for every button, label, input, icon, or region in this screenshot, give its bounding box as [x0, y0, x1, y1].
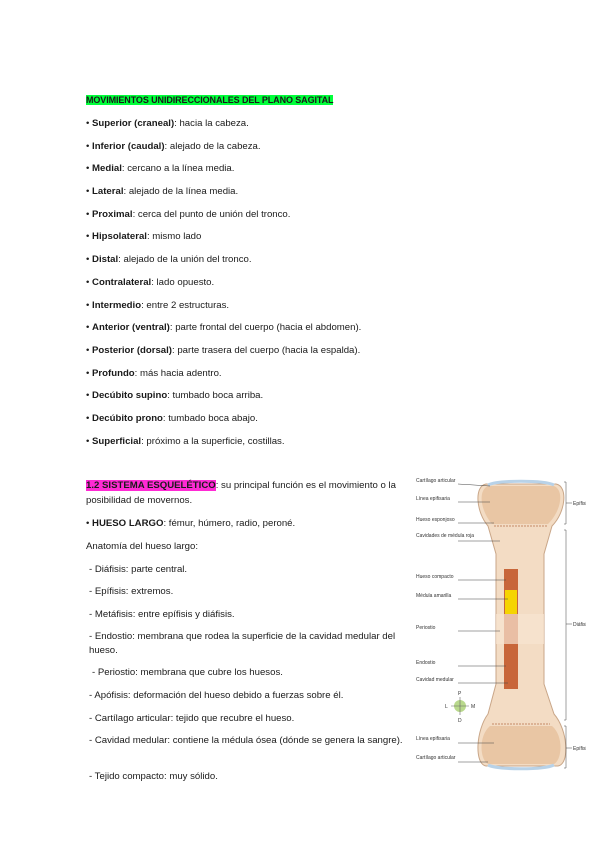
skeletal-intro: 1.2 SISTEMA ESQUELÉTICO: su principal fu…	[86, 479, 411, 508]
compass-label-m: M	[471, 704, 475, 710]
definition-item: • Proximal: cerca del punto de unión del…	[86, 208, 291, 220]
section-skeletal: 1.2 SISTEMA ESQUELÉTICO: su principal fu…	[86, 479, 411, 532]
definition-list: • Superior (craneal): hacia la cabeza. • …	[86, 117, 506, 457]
definition-term: Superior (craneal)	[92, 118, 175, 129]
figure-label-left: Hueso compacto	[416, 574, 454, 580]
definition-desc: : más hacia adentro.	[134, 367, 222, 379]
figure-label-left: Médula amarilla	[416, 593, 452, 599]
definition-term: Lateral	[92, 186, 124, 198]
definition-item: • Superior (craneal): hacia la cabeza.	[86, 118, 249, 129]
skeletal-intro-text: : su principal función es el movimiento …	[86, 480, 396, 506]
definition-term: Profundo	[92, 367, 135, 379]
definition-term: Proximal	[92, 208, 133, 220]
figure-label-right: Epífisis	[573, 501, 586, 507]
definition-desc: : parte trasera del cuerpo (hacia la esp…	[172, 344, 361, 356]
definition-term: Decúbito prono	[92, 412, 163, 424]
definition-term: Intermedio	[92, 299, 142, 311]
definition-desc: : mismo lado	[146, 231, 202, 243]
compass-rose	[451, 697, 469, 715]
definition-item: • Posterior (dorsal): parte trasera del …	[86, 344, 361, 356]
definition-item: • Lateral: alejado de la línea media.	[86, 186, 239, 198]
cartilage-bottom	[487, 763, 555, 771]
definition-item: • Inferior (caudal): alejado de la cabez…	[86, 140, 261, 152]
definition-term: Decúbito supino	[92, 390, 168, 402]
spongy-top	[481, 486, 561, 524]
periosteum-flap	[496, 614, 544, 644]
definition-term: Contralateral	[92, 276, 152, 288]
figure-label-left: Línea epifisaria	[416, 736, 450, 742]
figure-label-left: Periostio	[416, 625, 436, 631]
anatomy-item: - Cavidad medular: contiene la médula ós…	[89, 735, 403, 747]
definition-item: • Decúbito supino: tumbado boca arriba.	[86, 390, 264, 402]
anatomy-item: - Tejido compacto: muy sólido.	[89, 771, 218, 783]
compass-label-d: D	[458, 718, 462, 724]
anatomy-item: - Periostio: membrana que cubre los hues…	[92, 667, 283, 679]
compass-label-l: L	[445, 704, 448, 710]
figure-label-left: Cavidad medular	[416, 677, 454, 683]
anatomy-item: - Epífisis: extremos.	[89, 586, 174, 598]
definition-desc: : alejado de la cabeza.	[164, 140, 261, 152]
anatomy-item: - Endostio: membrana que rodea la superf…	[89, 631, 396, 657]
brackets-right	[564, 481, 572, 769]
definition-term: Hipsolateral	[92, 231, 147, 243]
definition-desc: : tumbado boca arriba.	[167, 390, 264, 402]
spongy-bottom	[481, 726, 561, 764]
section-title-sagital: MOVIMIENTOS UNIDIRECCIONALES DEL PLANO S…	[86, 95, 334, 105]
definition-item: • Contralateral: lado opuesto.	[86, 276, 215, 288]
definition-item: • Medial: cercano a la línea media.	[86, 163, 235, 175]
definition-desc: : hacia la cabeza.	[174, 118, 249, 129]
figure-label-left: Hueso esponjoso	[416, 517, 455, 523]
definition-desc: : próximo a la superficie, costillas.	[141, 435, 285, 447]
anatomy-list: Anatomía del hueso largo: - Diáfisis: pa…	[86, 540, 416, 793]
anatomy-heading: Anatomía del hueso largo:	[86, 541, 199, 552]
cartilage-top	[487, 479, 555, 487]
definition-item: • Profundo: más hacia adentro.	[86, 367, 222, 379]
figure-label-right: Epífisis	[573, 746, 586, 752]
anatomy-item: - Cartílago articular: tejido que recubr…	[89, 712, 295, 724]
compass-label-p: P	[458, 691, 462, 697]
yellow-marrow	[505, 590, 517, 614]
figure-label-left: Línea epifisaria	[416, 496, 450, 502]
figure-label-left: Cartílago articular	[416, 478, 456, 484]
definition-desc: : cerca del punto de unión del tronco.	[132, 208, 291, 220]
figure-label-left: Endostio	[416, 660, 436, 666]
definition-term: Medial	[92, 163, 122, 175]
definition-item: • Hipsolateral: mismo lado	[86, 231, 202, 243]
definition-desc: : entre 2 estructuras.	[141, 299, 230, 311]
definition-desc: : parte frontal del cuerpo (hacia el abd…	[169, 322, 362, 334]
definition-item: • Anterior (ventral): parte frontal del …	[86, 322, 362, 334]
definition-desc: : tumbado boca abajo.	[162, 412, 258, 424]
anatomy-item: - Metáfisis: entre epífisis y diáfisis.	[89, 608, 235, 620]
definition-term: Distal	[92, 254, 119, 266]
definition-desc: : lado opuesto.	[151, 276, 215, 288]
definition-item: • Superficial: próximo a la superficie, …	[86, 435, 285, 447]
definition-item: • Decúbito prono: tumbado boca abajo.	[86, 412, 258, 424]
leader-lines-left	[457, 483, 508, 763]
definition-desc: : cercano a la línea media.	[121, 163, 235, 175]
figure-label-right: Diáfisis	[573, 622, 586, 628]
definition-desc: : alejado de la unión del tronco.	[118, 254, 252, 266]
anatomy-item: - Apófisis: deformación del hueso debido…	[89, 689, 344, 701]
definition-term: Superficial	[92, 435, 142, 447]
hueso-largo-desc: : fémur, húmero, radio, peroné.	[163, 518, 296, 529]
definition-item: • Intermedio: entre 2 estructuras.	[86, 299, 230, 311]
figure-label-left: Cavidades de médula roja	[416, 533, 474, 539]
definition-term: Posterior (dorsal)	[92, 344, 172, 356]
definition-term: Anterior (ventral)	[92, 322, 170, 334]
section-title-skeletal: 1.2 SISTEMA ESQUELÉTICO	[86, 480, 216, 491]
hueso-largo-term: HUESO LARGO	[92, 518, 164, 529]
section-title-highlight: MOVIMIENTOS UNIDIRECCIONALES DEL PLANO S…	[86, 95, 334, 105]
definition-item: • Distal: alejado de la unión del tronco…	[86, 254, 252, 266]
definition-term: Inferior (caudal)	[92, 140, 165, 152]
anatomy-item: - Diáfisis: parte central.	[89, 563, 188, 575]
definition-desc: : alejado de la línea media.	[123, 186, 239, 198]
hueso-largo-line: • HUESO LARGO: fémur, húmero, radio, per…	[86, 518, 296, 529]
figure-label-left: Cartílago articular	[416, 755, 456, 761]
